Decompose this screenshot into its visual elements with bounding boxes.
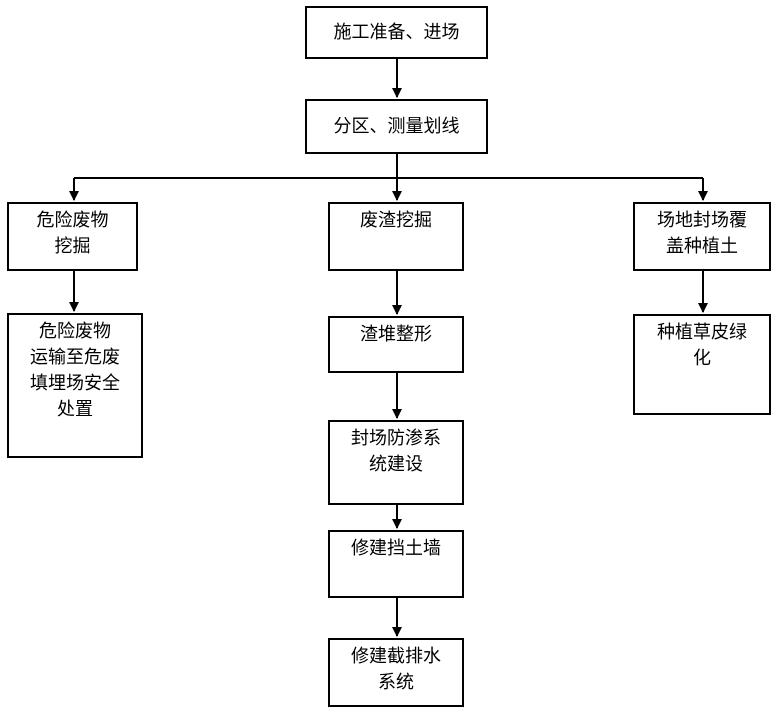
node-site-cover-soil-label: 场地封场覆盖种植土 <box>657 210 747 257</box>
node-intercept-drainage-label: 修建截排水系统 <box>351 646 441 693</box>
node-zoning-survey: 分区、测量划线 <box>305 99 488 154</box>
node-retaining-wall: 修建挡土墙 <box>328 530 464 598</box>
node-seal-seepage-system-label: 封场防渗系统建设 <box>351 428 441 475</box>
node-waste-slag-dig: 废渣挖掘 <box>328 202 464 271</box>
node-construction-prep-label: 施工准备、进场 <box>333 21 460 43</box>
node-waste-slag-dig-label: 废渣挖掘 <box>360 210 432 231</box>
node-seal-seepage-system: 封场防渗系统建设 <box>328 420 464 505</box>
node-hazardous-waste-dig: 危险废物挖掘 <box>7 202 138 271</box>
node-grass-planting: 种植草皮绿化 <box>633 314 771 415</box>
node-hazardous-transport: 危险废物运输至危废填埋场安全处置 <box>7 313 143 458</box>
node-slag-shaping-label: 渣堆整形 <box>360 324 432 345</box>
node-grass-planting-label: 种植草皮绿化 <box>657 322 747 369</box>
node-intercept-drainage: 修建截排水系统 <box>328 638 464 707</box>
node-construction-prep: 施工准备、进场 <box>305 6 488 59</box>
node-zoning-survey-label: 分区、测量划线 <box>333 115 460 137</box>
node-slag-shaping: 渣堆整形 <box>328 316 464 373</box>
node-site-cover-soil: 场地封场覆盖种植土 <box>633 202 771 271</box>
node-hazardous-waste-dig-label: 危险废物挖掘 <box>36 210 109 257</box>
node-retaining-wall-label: 修建挡土墙 <box>351 538 441 559</box>
node-hazardous-transport-label: 危险废物运输至危废填埋场安全处置 <box>30 321 120 420</box>
